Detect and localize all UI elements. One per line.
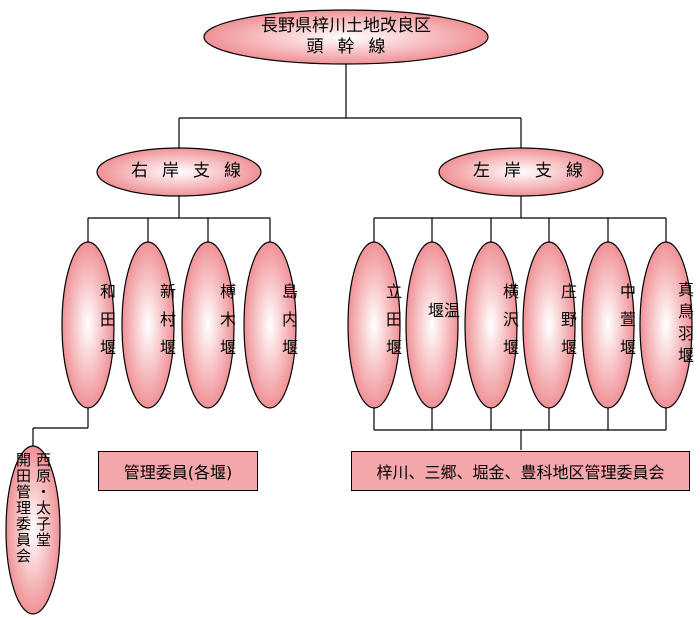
weir-label-yokosawa: 横沢堰 [500, 283, 519, 367]
weir-node [243, 241, 297, 409]
weir-node [181, 241, 235, 409]
weir-label-niimura: 新村堰 [157, 283, 176, 367]
left-branch-node [438, 147, 604, 197]
weir-node [121, 241, 175, 409]
right-committee-box: 管理委員(各堰) [98, 451, 258, 491]
weir-node [405, 241, 459, 409]
nodes [5, 9, 693, 615]
weir-label-shono: 庄野堰 [558, 283, 577, 367]
weir-label-tatsuta: 立田堰 [383, 283, 402, 367]
weir-node [581, 241, 635, 409]
weir-label-shimauchi: 島内堰 [279, 283, 298, 367]
sub-node [5, 445, 61, 615]
weir-node [61, 241, 115, 409]
sub-node-col1: 西原・太子堂 [34, 452, 52, 548]
weir-label-nuru: 温堰 [425, 302, 460, 362]
sub-node-label: 西原・太子堂 開田管理委員会 [8, 452, 58, 592]
root-subtitle: 頭幹線 [306, 37, 400, 57]
weir-label-kureki: 榑木堰 [217, 283, 236, 367]
weir-node [522, 241, 576, 409]
right-branch-node [96, 147, 262, 197]
left-committee-box: 梓川、三郷、堀金、豊科地区管理委員会 [351, 451, 690, 491]
weir-label-nakagaya: 中萱堰 [617, 283, 636, 367]
weir-node [639, 241, 693, 409]
connector-lines [32, 62, 667, 450]
weir-label-matoba: 真鳥羽堰 [675, 281, 694, 369]
right-branch-label: 右岸支線 [131, 161, 255, 182]
weir-node [347, 241, 401, 409]
sub-node-col2: 開田管理委員会 [14, 452, 32, 564]
root-node [203, 9, 489, 65]
weir-label-wada: 和田堰 [97, 283, 116, 367]
root-label: 長野県梓川土地改良区 頭幹線 [204, 12, 488, 62]
left-branch-label: 左岸支線 [473, 161, 597, 182]
root-title: 長野県梓川土地改良区 [261, 15, 431, 36]
weir-node [464, 241, 518, 409]
